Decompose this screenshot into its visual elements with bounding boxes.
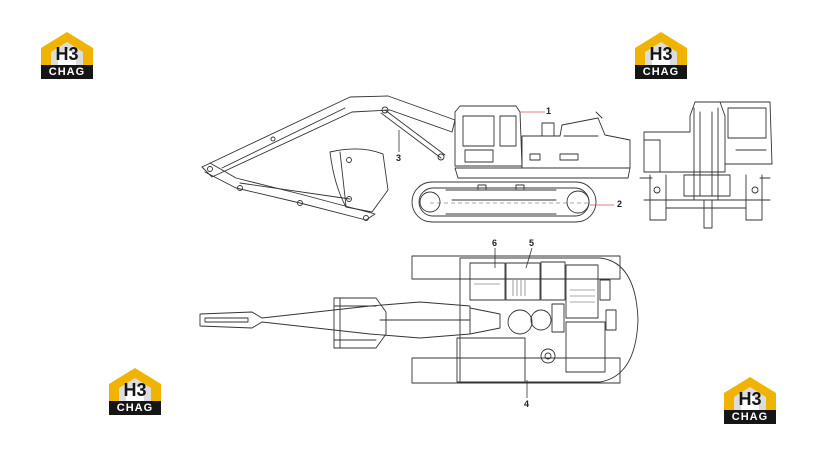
brand-logo-bottom-left: H3 CHAG bbox=[106, 366, 164, 418]
callout-3: 3 bbox=[396, 153, 402, 163]
callout-4: 4 bbox=[524, 399, 530, 409]
logo-monogram: H3 bbox=[123, 380, 147, 400]
logo-monogram: H3 bbox=[55, 44, 79, 64]
brand-logo-top-right: H3 CHAG bbox=[632, 30, 690, 82]
logo-wordmark: CHAG bbox=[635, 65, 687, 79]
callout-5: 5 bbox=[529, 238, 535, 248]
logo-monogram: H3 bbox=[738, 389, 762, 409]
top-view bbox=[199, 255, 639, 384]
logo-monogram: H3 bbox=[649, 44, 673, 64]
brand-logo-bottom-right: H3 CHAG bbox=[721, 375, 779, 427]
callout-6: 6 bbox=[492, 238, 498, 248]
side-view bbox=[201, 95, 631, 223]
callout-1: 1 bbox=[546, 106, 552, 116]
front-view bbox=[639, 101, 773, 229]
logo-wordmark: CHAG bbox=[109, 401, 161, 415]
callout-2: 2 bbox=[617, 199, 623, 209]
logo-wordmark: CHAG bbox=[724, 410, 776, 424]
logo-wordmark: CHAG bbox=[41, 65, 93, 79]
brand-logo-top-left: H3 CHAG bbox=[38, 30, 96, 82]
